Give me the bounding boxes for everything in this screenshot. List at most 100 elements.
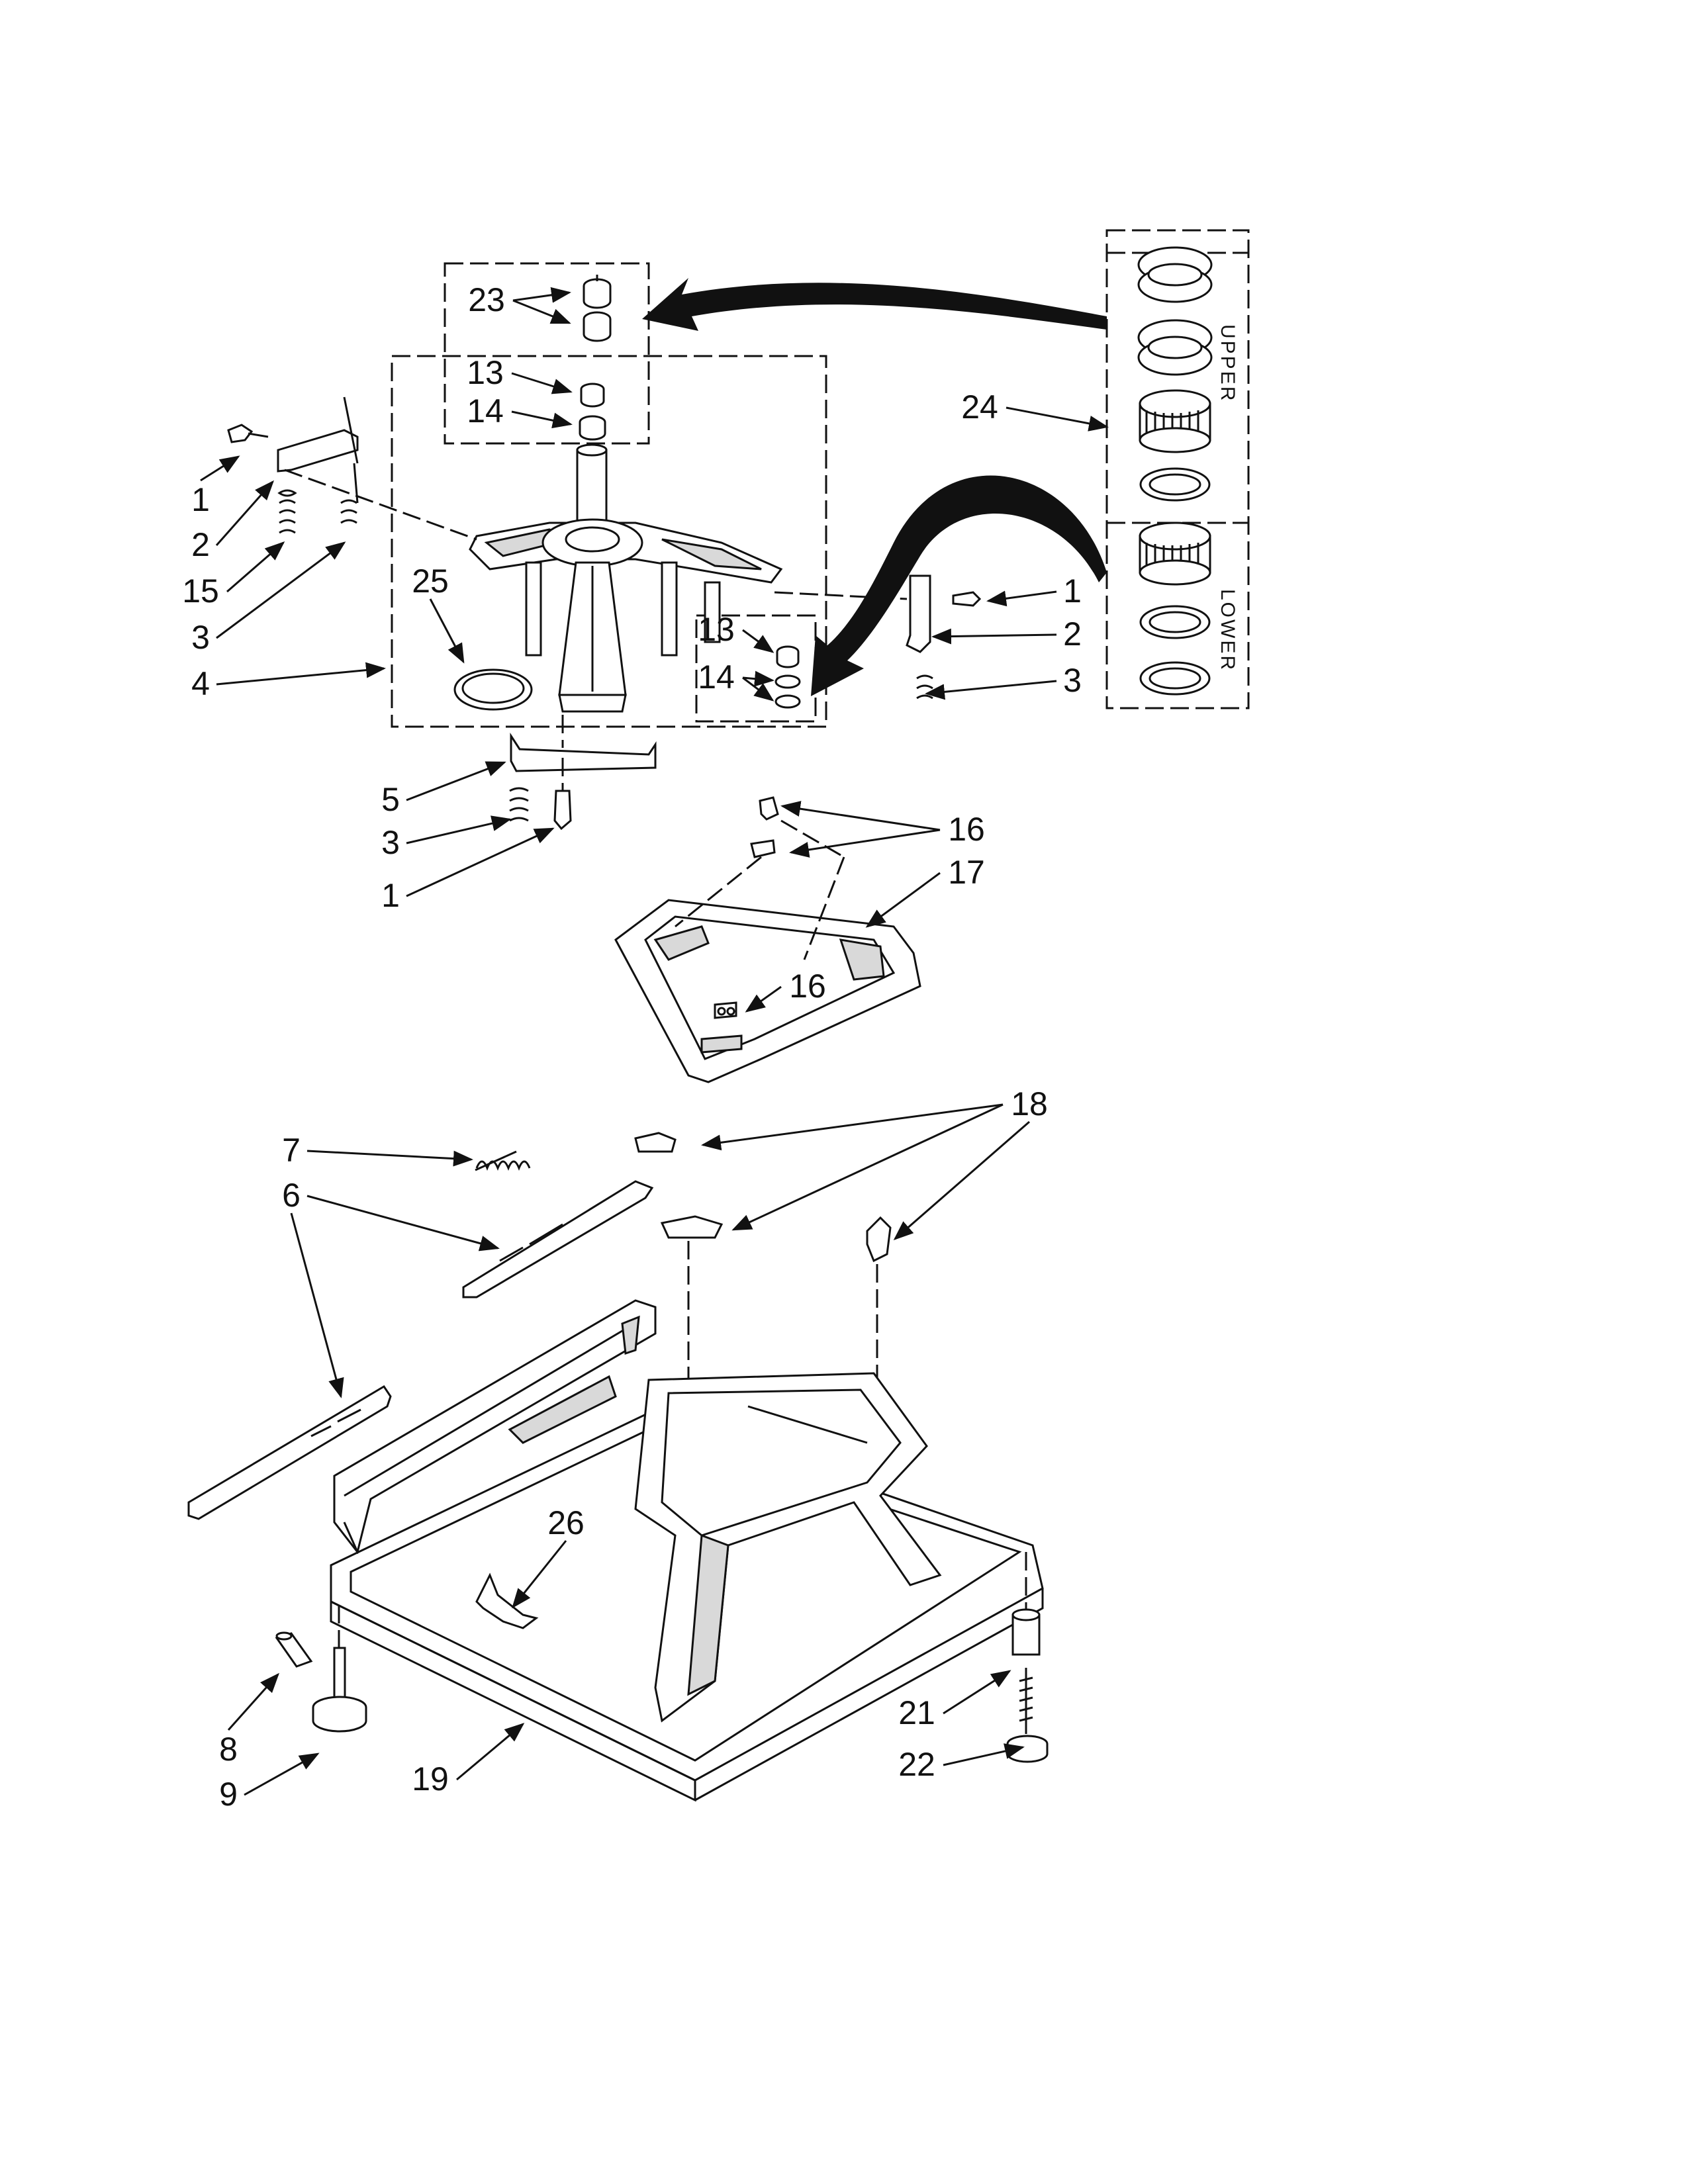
leader-arrow <box>406 761 506 801</box>
suspension-assembly-group <box>227 262 982 831</box>
callout-number: 25 <box>412 563 449 600</box>
callout-c9: 9 <box>219 1752 320 1813</box>
callout-c22: 22 <box>898 1743 1025 1783</box>
callout-number: 26 <box>547 1504 585 1541</box>
upper-kit-arrow <box>642 278 1107 331</box>
lower-ring-2 <box>1139 661 1211 696</box>
callout-c16a: 16 <box>780 801 985 858</box>
callout-c1b: 1 <box>381 827 555 914</box>
leader-arrow <box>290 1212 344 1398</box>
bearing-kit-box <box>444 262 650 445</box>
bushing-part-13-14 <box>579 383 606 441</box>
callout-number: 1 <box>1063 572 1082 610</box>
upper-kit-label: UPPER <box>1217 324 1239 402</box>
callout-number: 17 <box>948 854 985 891</box>
callout-c25: 25 <box>412 563 465 664</box>
callout-c2c: 2 <box>931 615 1082 653</box>
leader-arrow <box>780 801 941 831</box>
callout-c1a: 1 <box>191 455 240 518</box>
callout-number: 14 <box>698 659 735 696</box>
callout-c14a: 14 <box>467 392 573 430</box>
leader-arrow <box>865 872 941 928</box>
callout-number: 9 <box>219 1776 238 1813</box>
strap-part-6-upper <box>462 1180 654 1298</box>
leader-arrow <box>943 1743 1025 1766</box>
suspension-spider <box>469 518 783 713</box>
callout-number: 18 <box>1011 1085 1048 1122</box>
leader-arrow <box>742 676 774 702</box>
callout-number: 16 <box>948 811 985 848</box>
callout-number: 3 <box>1063 662 1082 699</box>
bearing-kit-outer-box <box>1105 229 1250 709</box>
callout-number: 3 <box>381 824 400 861</box>
left-spring-bracket <box>227 396 477 541</box>
upper-seal-1 <box>1137 246 1213 303</box>
leader-arrow <box>306 1150 473 1167</box>
leader-arrow <box>731 1103 1004 1231</box>
kit-pointer-arrows <box>642 278 1107 696</box>
leader-arrow <box>406 827 555 897</box>
lower-spring-bracket <box>509 715 657 831</box>
callout-number: 3 <box>191 619 210 656</box>
lower-bearing <box>1139 522 1211 586</box>
upper-seal-2 <box>1137 319 1213 376</box>
leader-arrow <box>701 1103 1004 1151</box>
callout-c2a: 2 <box>191 480 274 563</box>
leader-arrow <box>511 372 573 394</box>
callout-number: 1 <box>381 877 400 914</box>
callout-number: 24 <box>961 388 998 426</box>
center-shaft <box>576 443 608 531</box>
leader-arrow <box>789 829 941 858</box>
callout-number: 16 <box>789 968 826 1005</box>
callout-number: 19 <box>412 1760 449 1797</box>
callout-c15: 15 <box>182 541 285 610</box>
bearing-kit-group: UPPER LOWER <box>1105 229 1250 709</box>
leader-arrow <box>512 299 571 324</box>
leader-arrow <box>745 985 782 1013</box>
leader-arrow <box>925 680 1057 700</box>
callout-number: 14 <box>467 392 504 430</box>
lower-kit-label: LOWER <box>1217 589 1239 672</box>
callout-c13a: 13 <box>467 354 573 394</box>
callout-number: 7 <box>282 1132 301 1169</box>
spring-part-7 <box>475 1150 531 1171</box>
leveling-leg-part-9 <box>312 1605 367 1733</box>
callout-number: 8 <box>219 1731 238 1768</box>
callout-c23: 23 <box>468 281 571 324</box>
callout-number: 6 <box>282 1177 301 1214</box>
callout-c16b: 16 <box>745 968 826 1013</box>
callout-layer: 2313141215325413145311232416171618762689… <box>182 281 1109 1813</box>
callout-c8: 8 <box>219 1672 279 1768</box>
callout-number: 4 <box>191 665 210 702</box>
callout-c18: 18 <box>701 1085 1048 1240</box>
upper-ring <box>1139 467 1211 502</box>
callout-c3c: 3 <box>925 662 1082 700</box>
leader-arrow <box>512 287 571 303</box>
lower-bushing-parts <box>774 645 801 709</box>
leader-arrow <box>742 629 774 653</box>
leader-arrow <box>986 590 1057 607</box>
leader-arrow <box>200 455 240 482</box>
leader-arrow <box>306 1195 500 1251</box>
callout-number: 5 <box>381 781 400 818</box>
upper-bearing <box>1139 389 1211 453</box>
clip-part-18-a <box>634 1132 677 1153</box>
lower-kit-arrow <box>811 475 1107 696</box>
callout-number: 2 <box>1063 615 1082 653</box>
suspension-assembly-box <box>391 355 827 728</box>
lower-bushing-box <box>695 614 817 723</box>
callout-c3b: 3 <box>381 815 512 861</box>
pin-part-8 <box>275 1631 313 1668</box>
leader-arrow <box>893 1120 1030 1240</box>
callout-number: 15 <box>182 572 219 610</box>
leader-arrow <box>742 670 774 687</box>
callout-c21: 21 <box>898 1670 1011 1731</box>
lower-ring-1 <box>1139 605 1211 639</box>
leader-arrow <box>1006 406 1109 432</box>
leader-arrow <box>227 1672 279 1731</box>
leader-arrow <box>216 541 346 639</box>
upper-bushings-part-23 <box>583 275 612 342</box>
tub-support-group <box>614 796 921 1083</box>
side-rail <box>333 1299 657 1555</box>
